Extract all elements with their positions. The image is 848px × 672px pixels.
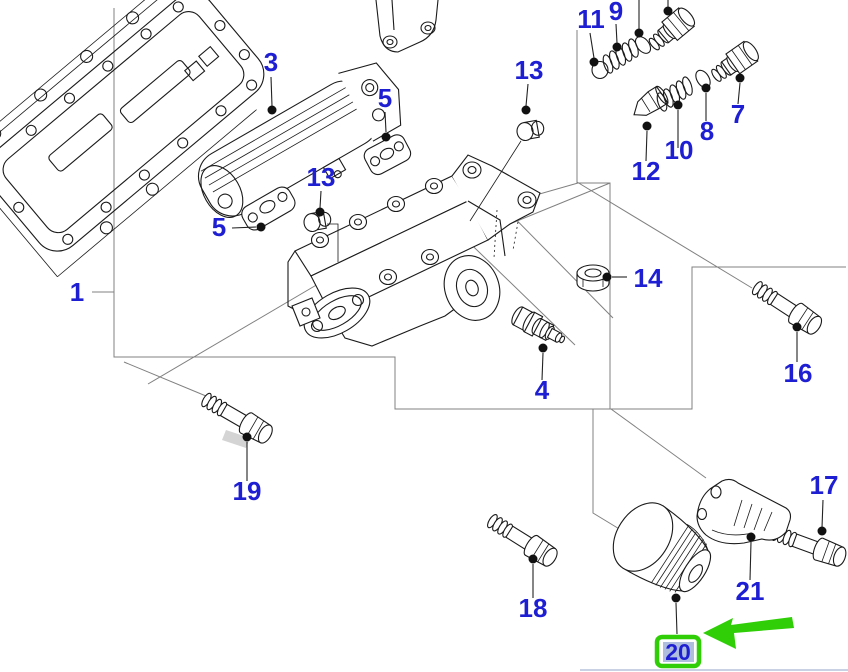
bolt-18: [483, 509, 562, 571]
callout-1[interactable]: 1: [70, 277, 84, 307]
callout-12[interactable]: 12: [632, 156, 661, 186]
frame-leader-bracket21: [610, 408, 707, 479]
highlight-20: 20: [654, 617, 794, 669]
frame-diag-to-housing: [147, 276, 331, 385]
callout-4[interactable]: 4: [535, 375, 550, 405]
frame-leader-filter: [592, 409, 622, 531]
callout-21[interactable]: 21: [736, 576, 765, 606]
callout-18[interactable]: 18: [519, 593, 548, 623]
bolt-19: [197, 387, 277, 448]
oring-11: [591, 60, 609, 80]
frame-valve-group: [576, 30, 611, 409]
frame-diag-to-bolt19: [123, 361, 207, 397]
oil-filter-housing: [287, 154, 541, 347]
frame-diag-bolt16: [576, 181, 753, 289]
highlight-selection-fill: [663, 642, 694, 662]
filter-bracket: [696, 478, 792, 545]
callout-11[interactable]: 11: [577, 4, 605, 34]
oil-fitting-4: [511, 306, 566, 344]
callout-3[interactable]: 3: [264, 47, 278, 77]
relief-valve-set-lower: [633, 40, 759, 116]
hex-plug-14: [576, 264, 610, 292]
callout-10[interactable]: 10: [665, 135, 694, 165]
highlight-arrow-icon: [703, 617, 794, 649]
gasket-plate-lower: [241, 186, 296, 231]
leader-dots: [242, 6, 827, 603]
plug-13-top: [469, 119, 545, 222]
callout-16[interactable]: 16: [784, 358, 813, 388]
top-flange-fragment: [375, 0, 439, 53]
callout-19[interactable]: 19: [233, 476, 262, 506]
oil-filter: [612, 502, 712, 593]
callout-20[interactable]: 20: [665, 639, 691, 665]
leader-lines: [231, 0, 824, 635]
callout-17[interactable]: 17: [810, 470, 839, 500]
spring-10: [656, 76, 693, 112]
relief-plug-top: [648, 7, 696, 51]
gasket-plate-upper: [363, 134, 412, 176]
relief-plug-7: [711, 40, 759, 82]
spring-9: [602, 38, 639, 74]
callout-14[interactable]: 14: [634, 263, 663, 293]
bolt-16: [747, 276, 826, 339]
callout-13-top[interactable]: 13: [515, 55, 544, 85]
callout-5-upper[interactable]: 5: [378, 83, 392, 113]
callout-9[interactable]: 9: [609, 0, 623, 26]
oring-top: [634, 36, 652, 54]
relief-valve-set-top: [591, 7, 696, 80]
callout-13-mid[interactable]: 13: [307, 162, 336, 192]
callout-5-lower[interactable]: 5: [212, 212, 226, 242]
engine-block: [0, 0, 265, 278]
callout-labels: 1 3 5 5 13 13 11 9 12 10 8 7 4 14 16 17 …: [70, 0, 839, 623]
frame-main-bracket: [113, 8, 846, 410]
callout-7[interactable]: 7: [731, 99, 745, 129]
callout-8[interactable]: 8: [700, 116, 714, 146]
housing-oval-gasket: [303, 287, 371, 339]
